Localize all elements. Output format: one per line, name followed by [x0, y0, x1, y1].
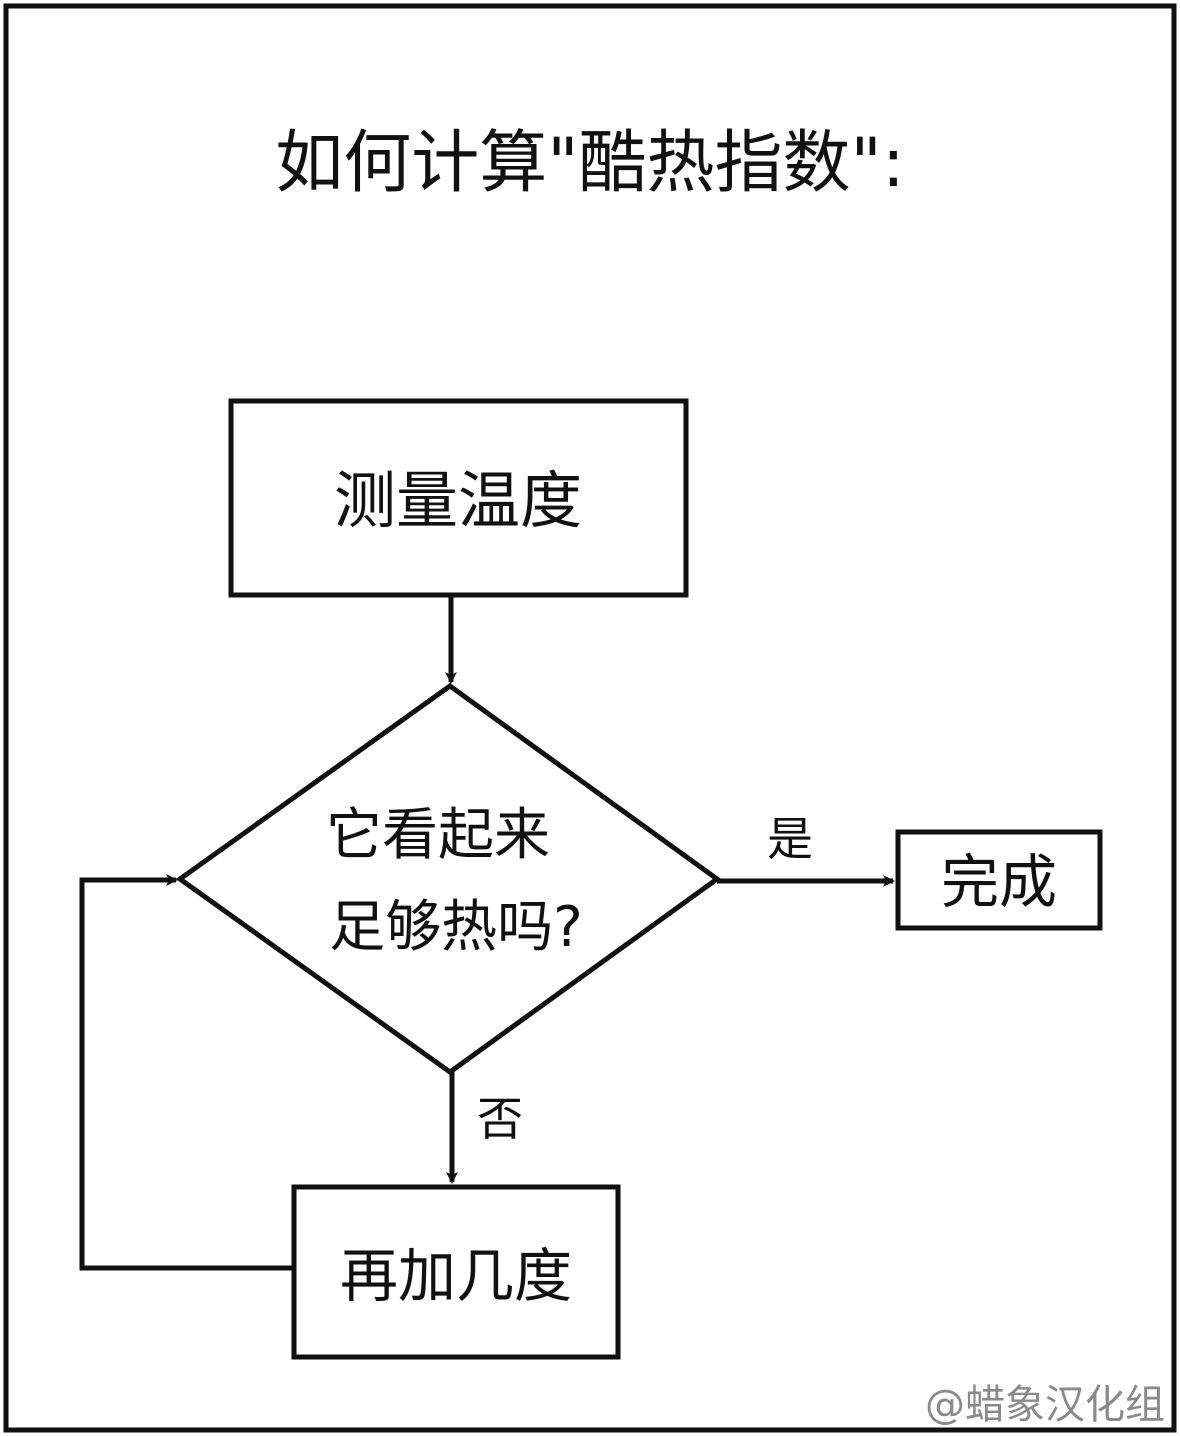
- done-box: [895, 829, 1103, 931]
- yes-label: 是: [767, 812, 813, 866]
- panel-border: [3, 3, 1177, 1433]
- decision-label-line2: 足够热吗?: [329, 895, 583, 960]
- diagram-title: 如何计算"酷热指数":: [275, 124, 904, 203]
- measure-temperature-box: [228, 398, 689, 598]
- no-label: 否: [477, 1092, 523, 1146]
- decision-diamond: [175, 682, 722, 1076]
- add-degrees-label: 再加几度: [340, 1242, 572, 1310]
- add-degrees-box: [291, 1184, 621, 1360]
- decision-label-line1: 它看起来: [326, 803, 550, 868]
- arrow-loop-back: [79, 874, 294, 1271]
- watermark: @蜡象汉化组: [925, 1382, 1165, 1428]
- done-label: 完成: [941, 848, 1057, 916]
- measure-temperature-label: 测量温度: [334, 464, 582, 537]
